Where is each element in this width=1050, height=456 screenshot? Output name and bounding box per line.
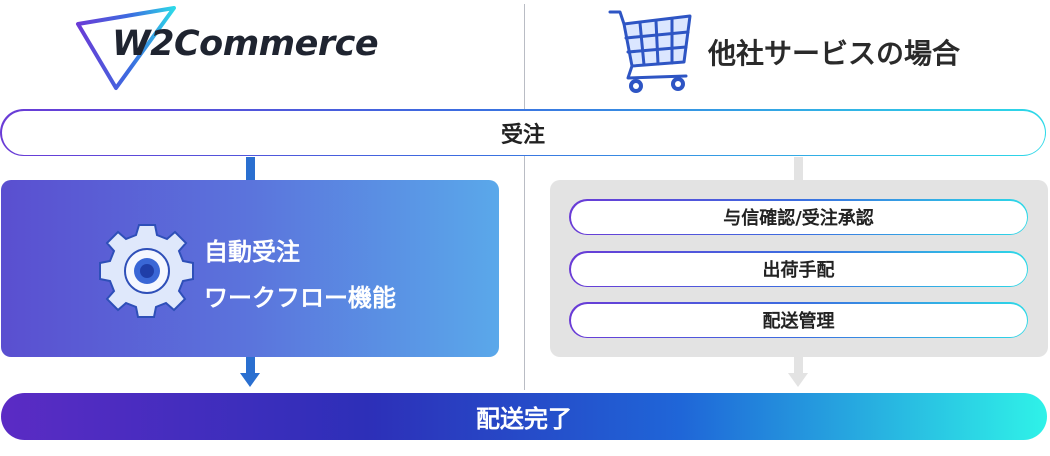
step-credit-approval: 与信確認/受注承認 — [569, 199, 1028, 235]
step-label: 出荷手配 — [570, 252, 1027, 286]
down-arrow-icon — [788, 373, 808, 387]
step-delivery-management: 配送管理 — [569, 302, 1028, 338]
step-shipping-arrangement: 出荷手配 — [569, 251, 1028, 287]
order-received-bar: 受注 — [0, 109, 1046, 156]
delivery-complete-bar: 配送完了 — [1, 393, 1047, 440]
w2-triangle-logo-icon — [72, 6, 402, 92]
flow-connector-left-bottom — [246, 356, 255, 374]
workflow-feature-title: 自動受注 ワークフロー機能 — [204, 238, 396, 312]
competitor-title: 他社サービスの場合 — [708, 37, 961, 70]
order-received-label: 受注 — [1, 110, 1045, 155]
step-label: 与信確認/受注承認 — [570, 200, 1027, 234]
flow-connector-right-bottom — [794, 356, 803, 374]
w2-logo-text: W2Commerce — [112, 24, 379, 64]
step-label: 配送管理 — [570, 303, 1027, 337]
gear-icon — [92, 214, 202, 324]
shopping-cart-icon — [606, 4, 694, 96]
down-arrow-icon — [240, 373, 260, 387]
column-divider — [524, 4, 525, 390]
flow-connector-right-top — [794, 157, 803, 180]
flow-connector-left-top — [246, 157, 255, 180]
w2-workflow-feature-box — [1, 180, 499, 357]
